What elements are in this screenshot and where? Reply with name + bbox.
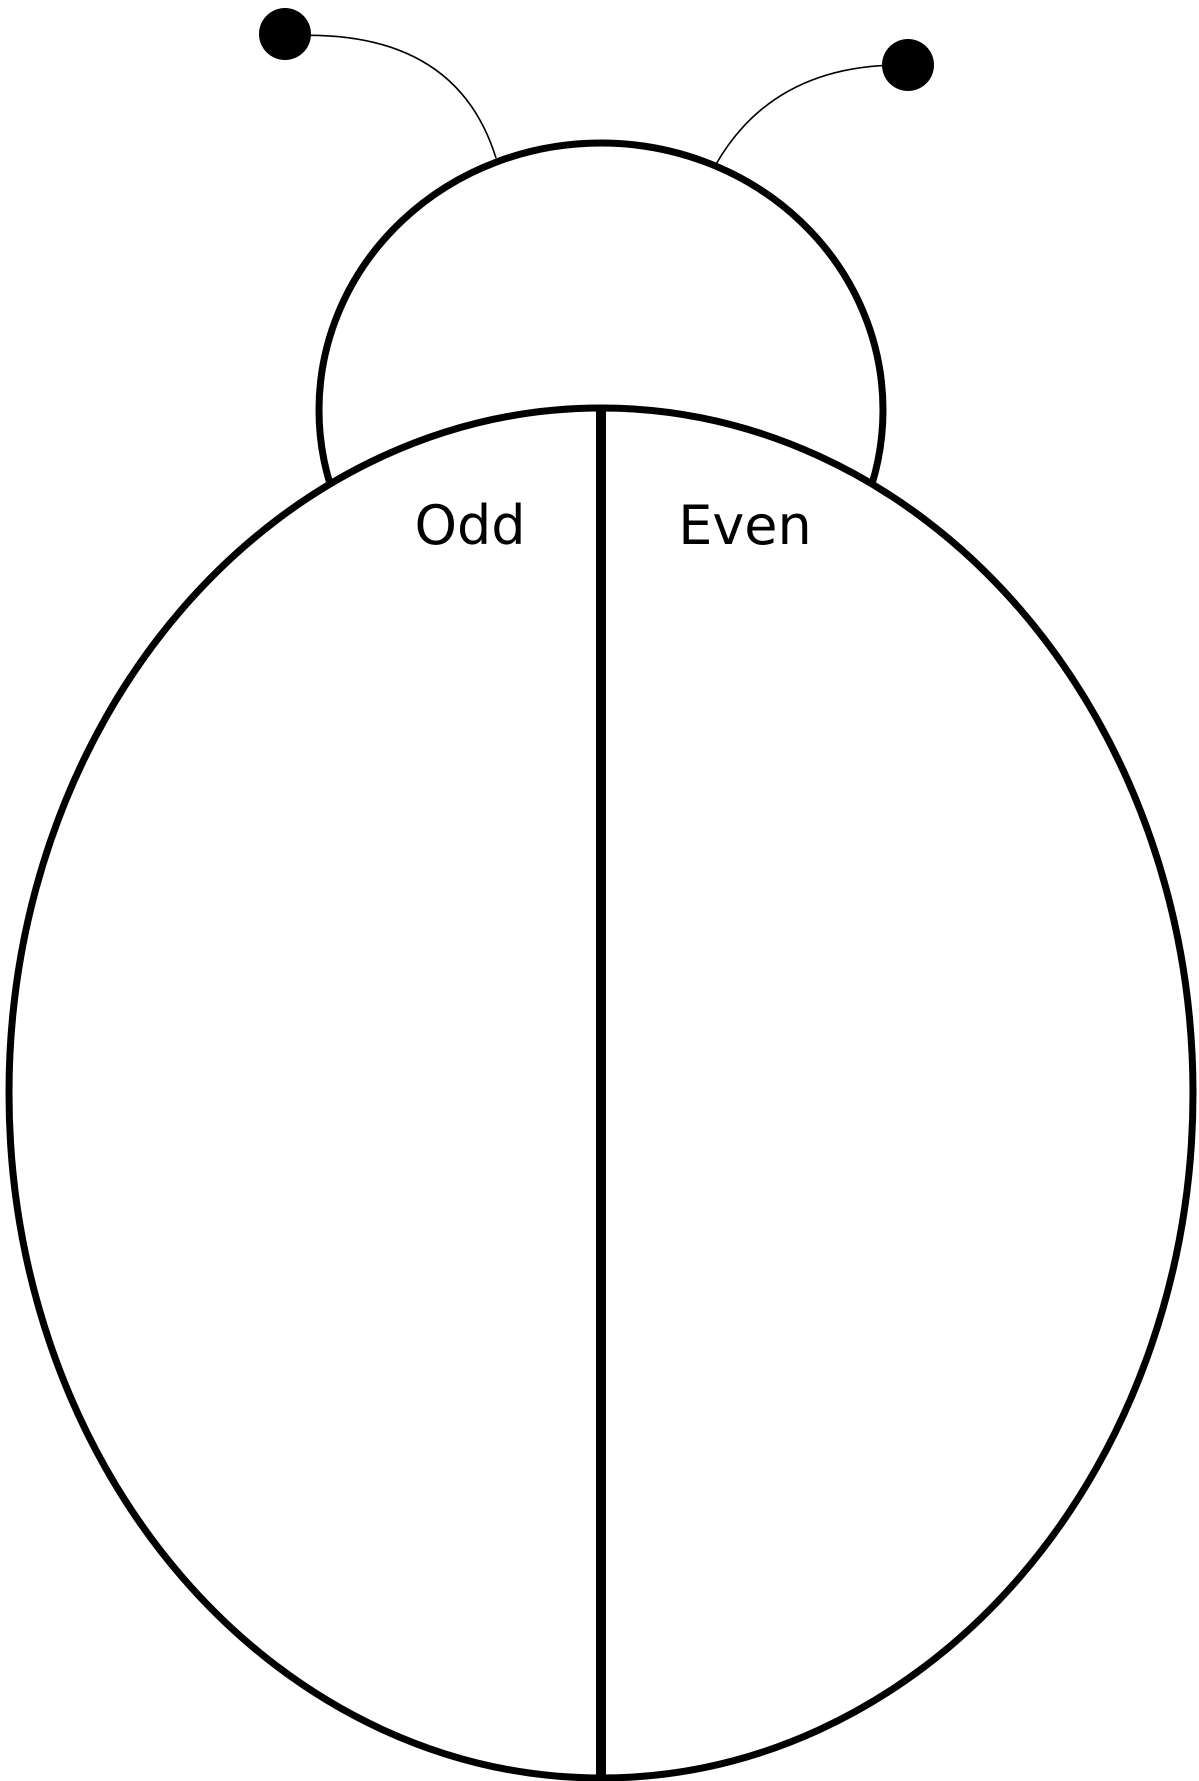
odd-column-label: Odd — [414, 494, 525, 557]
right-antenna — [715, 65, 906, 166]
left-antenna — [285, 35, 496, 158]
right-antenna-tip — [882, 39, 934, 91]
even-column-label: Even — [678, 494, 812, 557]
left-antenna-tip — [259, 8, 311, 60]
